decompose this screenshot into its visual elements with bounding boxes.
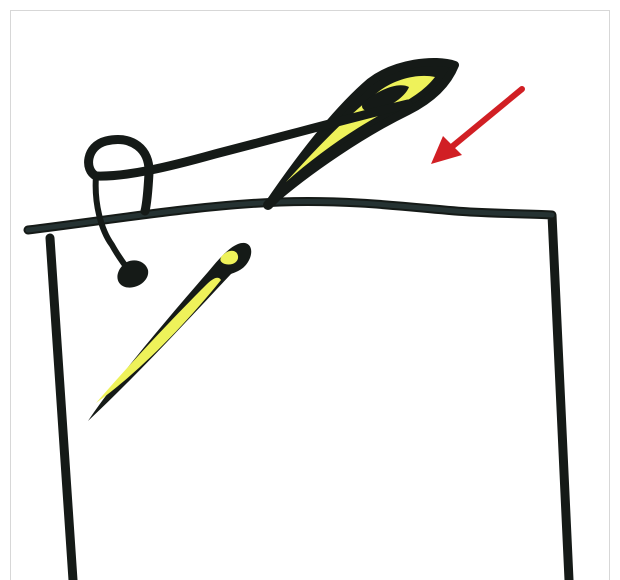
- loose-needle-icon: [88, 243, 251, 421]
- pointer-arrow-icon: [431, 89, 522, 164]
